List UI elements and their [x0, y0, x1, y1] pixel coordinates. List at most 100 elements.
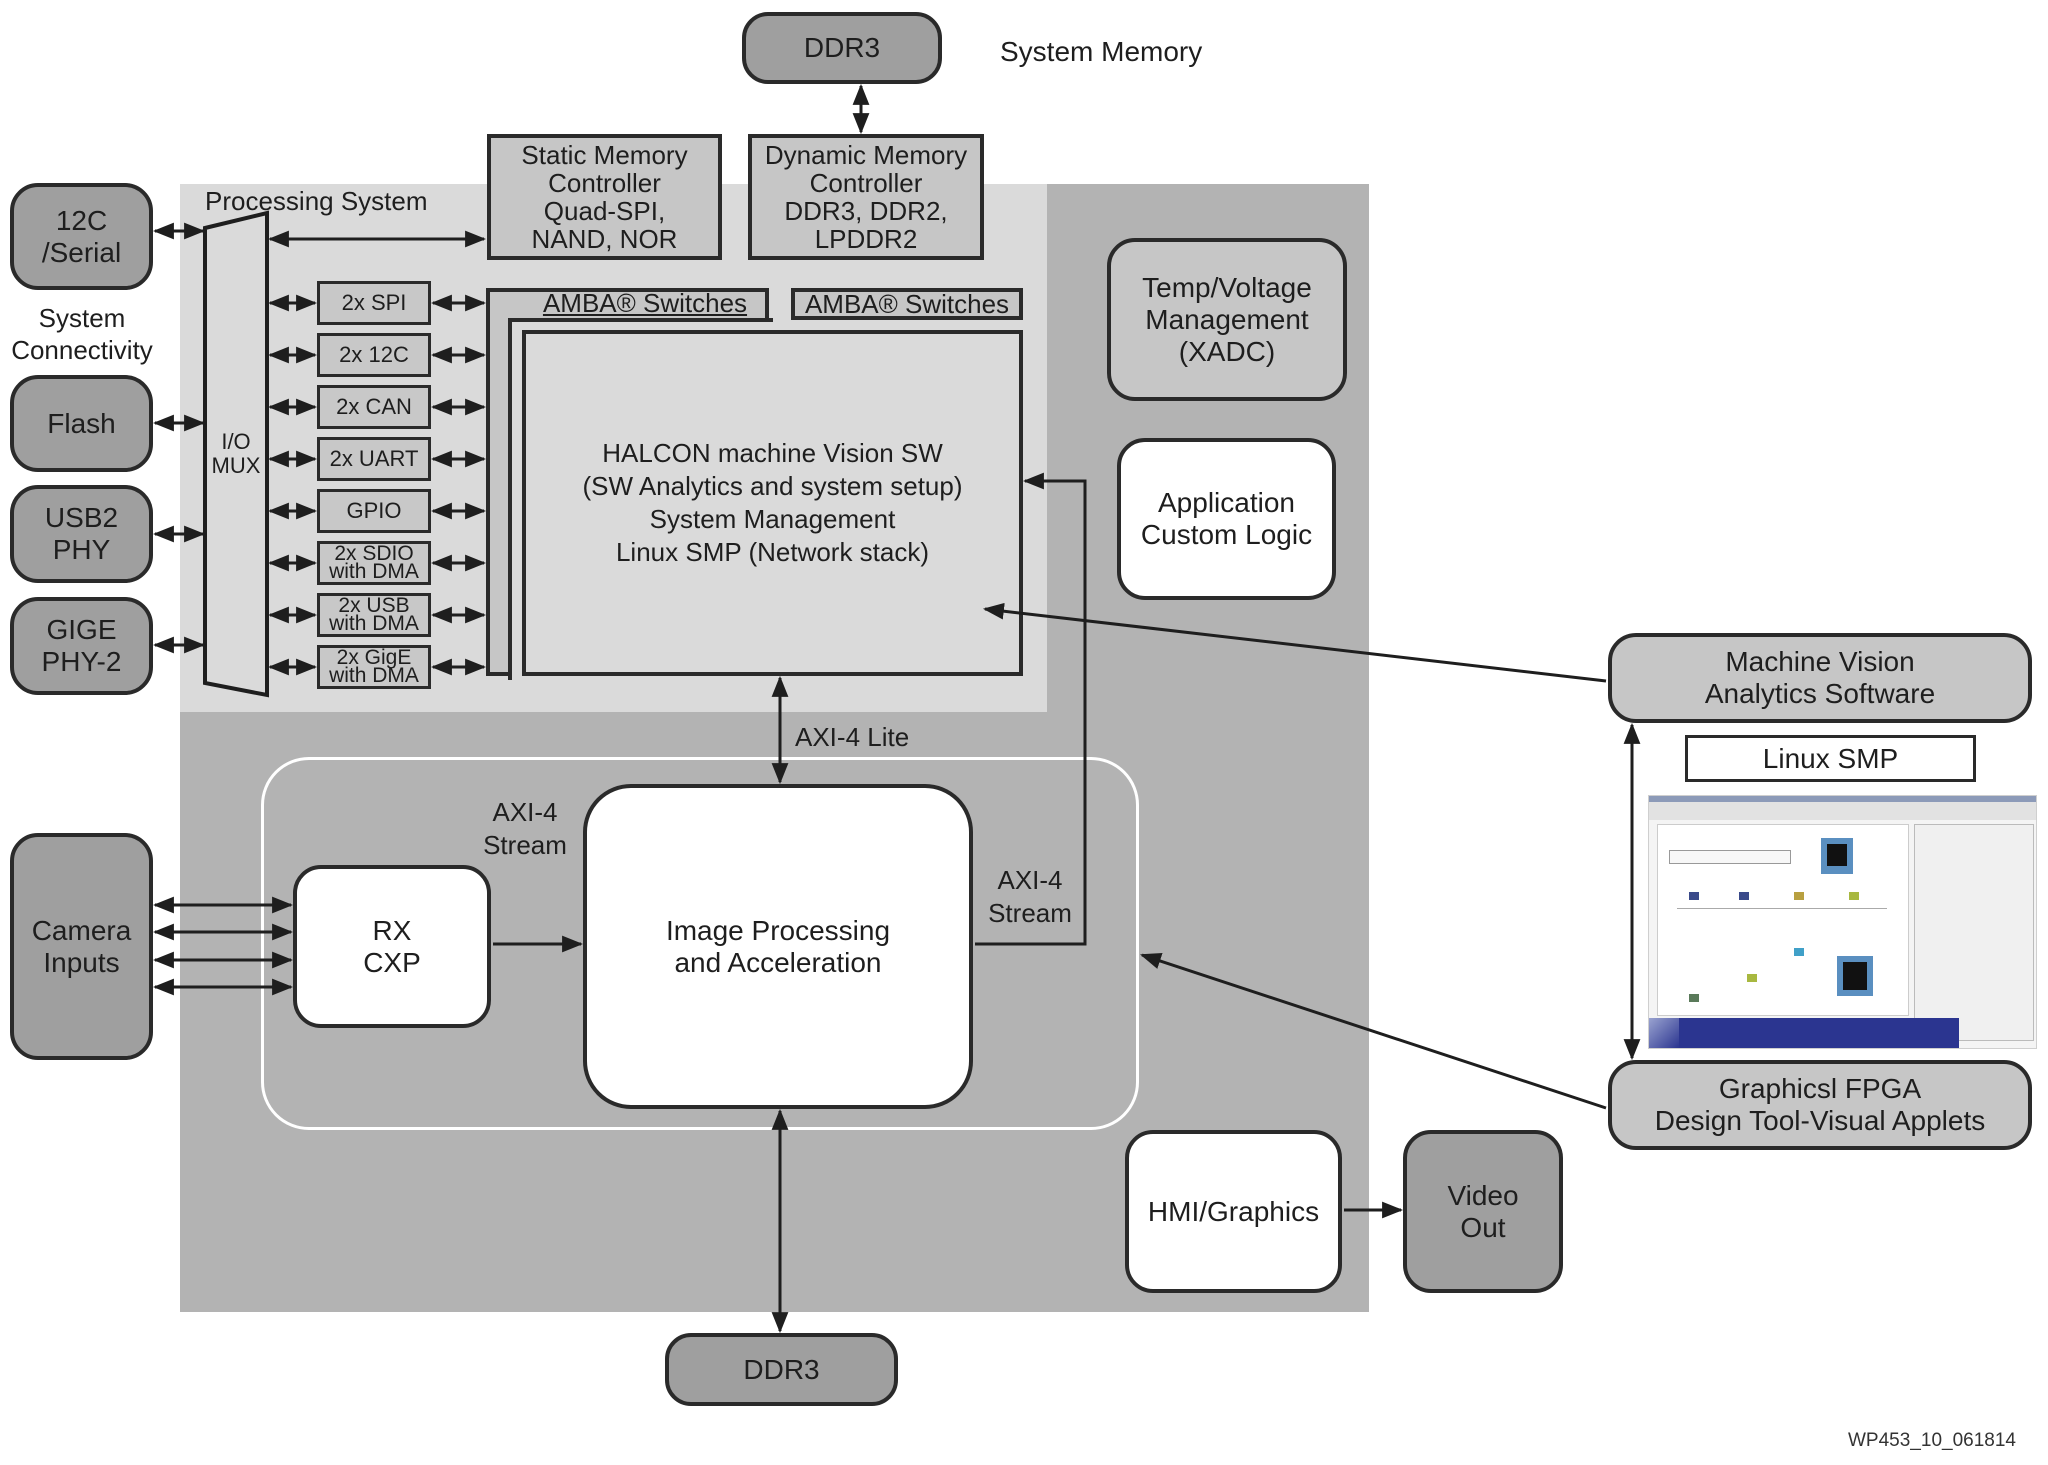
acl-line: Custom Logic [1140, 519, 1313, 550]
rx-line: CXP [363, 946, 421, 978]
processing-system-label: Processing System [205, 186, 428, 216]
axi-stream-left-label: AXI-4 Stream [470, 796, 580, 862]
video-line: Out [1460, 1211, 1506, 1243]
ddr3-pl-memory: DDR3 [665, 1333, 898, 1406]
peripheral-gige: 2x GigE with DMA [317, 645, 431, 689]
gige-line: PHY-2 [41, 646, 122, 677]
i2c-line: 12C [55, 204, 108, 236]
system-connectivity-label: System Connectivity [0, 302, 164, 366]
io-mux-line: MUX [211, 453, 261, 478]
i2c-serial-block: 12C /Serial [10, 183, 153, 290]
ddr3-label: DDR3 [803, 32, 881, 63]
linux-smp-label: Linux SMP [1762, 742, 1899, 774]
ddr3-system-memory: DDR3 [742, 12, 942, 84]
sys-conn-line: Connectivity [11, 335, 153, 365]
gige-phy-block: GIGE PHY-2 [10, 597, 153, 695]
ip-halcon-feedback [975, 472, 1087, 946]
application-custom-logic-block: Application Custom Logic [1117, 438, 1336, 600]
axi-stream-line: Stream [988, 898, 1072, 928]
linux-smp-box: Linux SMP [1685, 735, 1976, 782]
xadc-line: Temp/Voltage [1142, 271, 1312, 303]
peripheral-spi: 2x SPI [317, 281, 431, 325]
axi-stream-line: Stream [483, 830, 567, 860]
smc-line: NAND, NOR [531, 224, 678, 254]
rx-line: RX [372, 914, 412, 946]
amba-switches-left-label: AMBA® Switches [542, 288, 748, 318]
xadc-line: (XADC) [1178, 335, 1276, 367]
mv-halcon-arrow [982, 602, 1607, 683]
peripheral-can: 2x CAN [317, 385, 431, 429]
peripheral-label: 2x GigE [336, 646, 412, 669]
hmi-line: HMI/Graphics [1147, 1195, 1320, 1227]
peripheral-label: 2x UART [329, 446, 419, 471]
smc-line: Quad-SPI, [543, 196, 666, 226]
dynamic-memory-controller: Dynamic Memory Controller DDR3, DDR2, LP… [748, 134, 984, 260]
system-memory-caption: System Memory [1000, 36, 1203, 67]
halcon-line: Linux SMP (Network stack) [615, 537, 930, 567]
peripheral-label: 2x 12C [339, 342, 409, 367]
figure-id: WP453_10_061814 [1848, 1430, 2016, 1451]
gige-line: GIGE [46, 614, 117, 645]
video-out-block: Video Out [1403, 1130, 1563, 1293]
usb2-phy-block: USB2 PHY [10, 485, 153, 583]
axi-stream-line: AXI-4 [492, 797, 558, 827]
axi-stream-line: AXI-4 [997, 865, 1063, 895]
flash-line: Flash [47, 407, 116, 439]
peripheral-label: 2x CAN [336, 394, 412, 419]
ip-line: Image Processing [665, 914, 891, 946]
axi-lite-label: AXI-4 Lite [795, 722, 910, 752]
i2c-line: /Serial [41, 236, 122, 268]
dmc-line: Controller [809, 168, 923, 198]
peripheral-label: GPIO [346, 498, 402, 523]
halcon-line: (SW Analytics and system setup) [582, 471, 963, 501]
static-memory-controller: Static Memory Controller Quad-SPI, NAND,… [487, 134, 722, 260]
xadc-line: Management [1145, 303, 1309, 335]
visual-applets-screenshot [1648, 795, 2037, 1049]
peripheral-sdio: 2x SDIO with DMA [317, 541, 431, 585]
halcon-line: HALCON machine Vision SW [602, 438, 943, 468]
peripheral-label: with DMA [329, 664, 419, 687]
flash-block: Flash [10, 375, 153, 472]
dmc-line: LPDDR2 [814, 224, 918, 254]
peripheral-usb: 2x USB with DMA [317, 593, 431, 637]
io-mux-label: I/O MUX [206, 430, 266, 478]
mv-line: Machine Vision [1725, 646, 1915, 677]
io-mux-line: I/O [221, 429, 251, 454]
accelerator-outline [261, 757, 1139, 1130]
peripheral-label: with DMA [329, 560, 419, 583]
rx-cxp-block: RX CXP [293, 865, 491, 1028]
camera-inputs-block: Camera Inputs [10, 833, 153, 1060]
peripheral-label: 2x USB [338, 594, 410, 617]
peripheral-label: 2x SDIO [334, 542, 414, 565]
peripheral-uart: 2x UART [317, 437, 431, 481]
machine-vision-analytics-block: Machine Vision Analytics Software [1608, 633, 2032, 723]
halcon-sw-block: HALCON machine Vision SW (SW Analytics a… [522, 330, 1023, 676]
graphics-fpga-design-tool-block: Graphicsl FPGA Design Tool-Visual Applet… [1608, 1060, 2032, 1150]
sys-conn-line: System [38, 303, 126, 333]
temp-voltage-xadc-block: Temp/Voltage Management (XADC) [1107, 238, 1347, 401]
camera-line: Inputs [43, 946, 120, 978]
acl-line: Application [1158, 487, 1295, 518]
amba-switches-right-label: AMBA® Switches [804, 289, 1010, 319]
mv-line: Analytics Software [1704, 678, 1936, 709]
usb2-line: PHY [52, 534, 111, 565]
usb2-line: USB2 [44, 502, 119, 533]
video-line: Video [1447, 1179, 1519, 1211]
peripheral-i2c: 2x 12C [317, 333, 431, 377]
amba-switches-right: AMBA® Switches [791, 288, 1023, 320]
halcon-line: System Management [649, 504, 896, 534]
image-processing-block: Image Processing and Acceleration [583, 784, 973, 1109]
dmc-line: Dynamic Memory [764, 140, 968, 170]
peripheral-label: 2x SPI [341, 290, 407, 315]
hmi-graphics-block: HMI/Graphics [1125, 1130, 1342, 1293]
smc-line: Static Memory [521, 140, 688, 170]
smc-line: Controller [548, 168, 661, 198]
gf-line: Design Tool-Visual Applets [1654, 1105, 1986, 1136]
ddr3-bottom-label: DDR3 [743, 1353, 820, 1385]
axi-stream-right-label: AXI-4 Stream [975, 864, 1085, 930]
camera-line: Camera [31, 914, 132, 946]
dmc-line: DDR3, DDR2, [784, 196, 948, 226]
ip-line: and Acceleration [674, 946, 882, 978]
